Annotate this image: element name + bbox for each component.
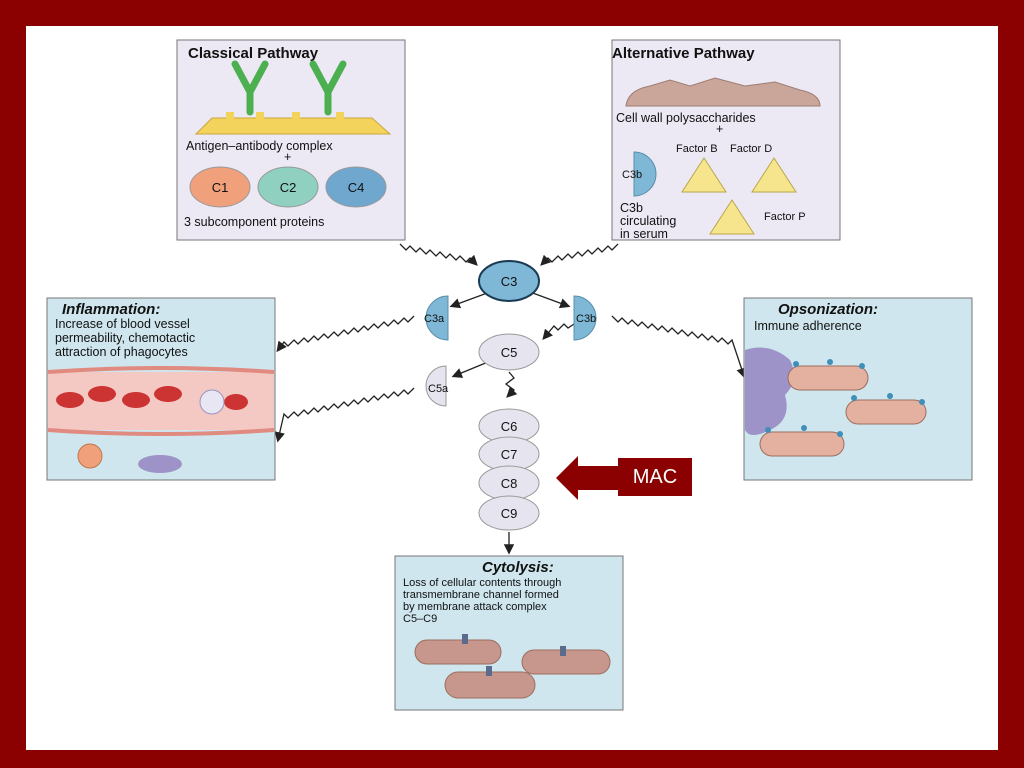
alternative-to-c3-arrow bbox=[540, 243, 619, 266]
phagocyte-icon bbox=[138, 455, 182, 473]
c3b-node: C3b bbox=[573, 295, 597, 341]
inflammation-line3: attraction of phagocytes bbox=[55, 345, 188, 359]
c5-to-c5a-arrow bbox=[451, 361, 489, 378]
c3b-badge: C3b bbox=[622, 151, 657, 197]
svg-text:C9: C9 bbox=[501, 506, 518, 521]
inflammation-title: Inflammation: bbox=[62, 301, 160, 318]
cytolysis-line4: C5–C9 bbox=[403, 613, 437, 625]
phagocyte-icon bbox=[77, 443, 103, 469]
bacterium-icon bbox=[787, 365, 869, 391]
c3a-to-inflammation-arrow bbox=[276, 315, 415, 353]
svg-text:C5: C5 bbox=[501, 345, 518, 360]
c1-protein: C1 bbox=[189, 166, 251, 208]
c5a-to-inflammation-arrow bbox=[274, 387, 415, 443]
svg-text:C3: C3 bbox=[501, 274, 518, 289]
membrane-attack-complex-icon bbox=[462, 634, 566, 676]
opsonization-title: Opsonization: bbox=[778, 301, 878, 318]
svg-text:C4: C4 bbox=[348, 180, 365, 195]
c6-node: C6 bbox=[478, 408, 540, 444]
phagocyte-icon bbox=[745, 347, 794, 435]
subcomponent-caption: 3 subcomponent proteins bbox=[184, 215, 324, 229]
opsonization-subtitle: Immune adherence bbox=[754, 319, 862, 333]
polysaccharides-label: Cell wall polysaccharides bbox=[616, 111, 756, 125]
svg-text:C6: C6 bbox=[501, 419, 518, 434]
antigen-antibody-label: Antigen–antibody complex bbox=[186, 139, 333, 153]
c5-to-c6-arrow bbox=[504, 371, 518, 398]
c4-protein: C4 bbox=[325, 166, 387, 208]
inflammation-line1: Increase of blood vessel bbox=[55, 317, 190, 331]
c5a-node: C5a bbox=[425, 365, 449, 407]
c2-protein: C2 bbox=[257, 166, 319, 208]
svg-text:C3b: C3b bbox=[576, 313, 596, 325]
c5-node: C5 bbox=[478, 333, 540, 371]
factor-p-label: Factor P bbox=[764, 211, 806, 223]
c3b-to-c5-arrow bbox=[542, 323, 575, 340]
alternative-plus-sign: + bbox=[716, 122, 723, 136]
classical-to-c3-arrow bbox=[399, 243, 478, 266]
c3b-circulating-line1: C3b bbox=[620, 201, 643, 215]
factor-b-triangle bbox=[681, 157, 727, 193]
svg-text:C2: C2 bbox=[280, 180, 297, 195]
antibody-icon bbox=[231, 60, 347, 116]
svg-text:C5a: C5a bbox=[428, 383, 449, 395]
antigen-icon bbox=[194, 112, 392, 135]
factor-d-triangle bbox=[751, 157, 797, 193]
c9-node: C9 bbox=[478, 495, 540, 531]
bacterium-icon bbox=[414, 639, 502, 665]
svg-text:C7: C7 bbox=[501, 447, 518, 462]
bacterium-icon bbox=[845, 399, 927, 425]
c3b-coating-icon bbox=[765, 359, 925, 437]
svg-text:C8: C8 bbox=[501, 476, 518, 491]
bacterium-icon bbox=[759, 431, 845, 457]
classical-pathway-title: Classical Pathway bbox=[188, 45, 319, 62]
c3a-node: C3a bbox=[424, 295, 449, 341]
alternative-pathway-title: Alternative Pathway bbox=[612, 45, 755, 62]
cytolysis-line3: by membrane attack complex bbox=[403, 601, 547, 613]
classical-pathway-panel: Classical Pathway Antigen–antibody compl… bbox=[176, 39, 406, 241]
mac-pointer-arrow-icon bbox=[556, 456, 618, 500]
blood-vessel-icon bbox=[47, 366, 275, 436]
factor-p-triangle bbox=[709, 199, 755, 235]
cell-wall-icon bbox=[625, 77, 821, 107]
svg-text:C1: C1 bbox=[212, 180, 229, 195]
opsonization-panel: Opsonization: Immune adherence bbox=[743, 297, 973, 481]
cytolysis-line1: Loss of cellular contents through bbox=[403, 577, 561, 589]
c3-to-c3a-arrow bbox=[449, 291, 491, 309]
mac-label: MAC bbox=[618, 458, 692, 496]
cytolysis-title: Cytolysis: bbox=[482, 559, 554, 576]
inflammation-line2: permeability, chemotactic bbox=[55, 331, 195, 345]
alternative-pathway-panel: Alternative Pathway Cell wall polysaccha… bbox=[611, 39, 841, 241]
c3-node: C3 bbox=[478, 260, 540, 302]
c8-node: C8 bbox=[478, 465, 540, 501]
c3b-circulating-line3: in serum bbox=[620, 227, 668, 241]
c3b-circulating-line2: circulating bbox=[620, 214, 676, 228]
classical-plus-sign: + bbox=[284, 150, 291, 164]
cytolysis-line2: transmembrane channel formed bbox=[403, 589, 559, 601]
factor-d-label: Factor D bbox=[730, 143, 772, 155]
cytolysis-panel: Cytolysis: Loss of cellular contents thr… bbox=[394, 555, 624, 711]
c3-to-c3b-arrow bbox=[529, 291, 571, 309]
c3b-to-opsonization-arrow bbox=[611, 315, 747, 379]
inflammation-panel: Inflammation: Increase of blood vessel p… bbox=[46, 297, 276, 481]
factor-b-label: Factor B bbox=[676, 143, 718, 155]
svg-text:C3b: C3b bbox=[622, 169, 642, 181]
svg-text:C3a: C3a bbox=[424, 313, 445, 325]
